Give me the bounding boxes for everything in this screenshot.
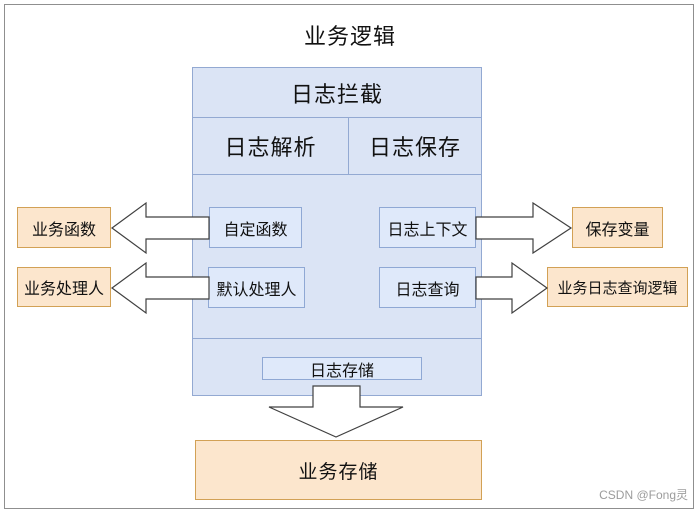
container-bottom-section — [193, 338, 481, 395]
log-parse-cell: 日志解析 — [193, 118, 349, 174]
log-interceptor-header: 日志拦截 — [193, 68, 481, 118]
default-handler-box: 默认处理人 — [208, 267, 305, 308]
save-variable-box: 保存变量 — [572, 207, 663, 248]
custom-function-box: 自定函数 — [209, 207, 302, 248]
log-save-cell: 日志保存 — [368, 135, 461, 160]
container-body — [193, 175, 481, 338]
business-storage-box: 业务存储 — [195, 440, 482, 500]
business-function-box: 业务函数 — [17, 207, 111, 248]
log-columns-row: 日志解析 日志保存 — [193, 118, 481, 175]
log-query-box: 日志查询 — [379, 267, 476, 308]
diagram-title: 业务逻辑 — [303, 24, 396, 49]
business-handler-box: 业务处理人 — [17, 267, 111, 307]
watermark: CSDN @Fong灵 — [599, 488, 688, 502]
log-storage-box: 日志存储 — [262, 357, 422, 380]
log-context-box: 日志上下文 — [379, 207, 476, 248]
image-frame — [4, 4, 694, 509]
business-log-query-logic-box: 业务日志查询逻辑 — [547, 267, 688, 307]
